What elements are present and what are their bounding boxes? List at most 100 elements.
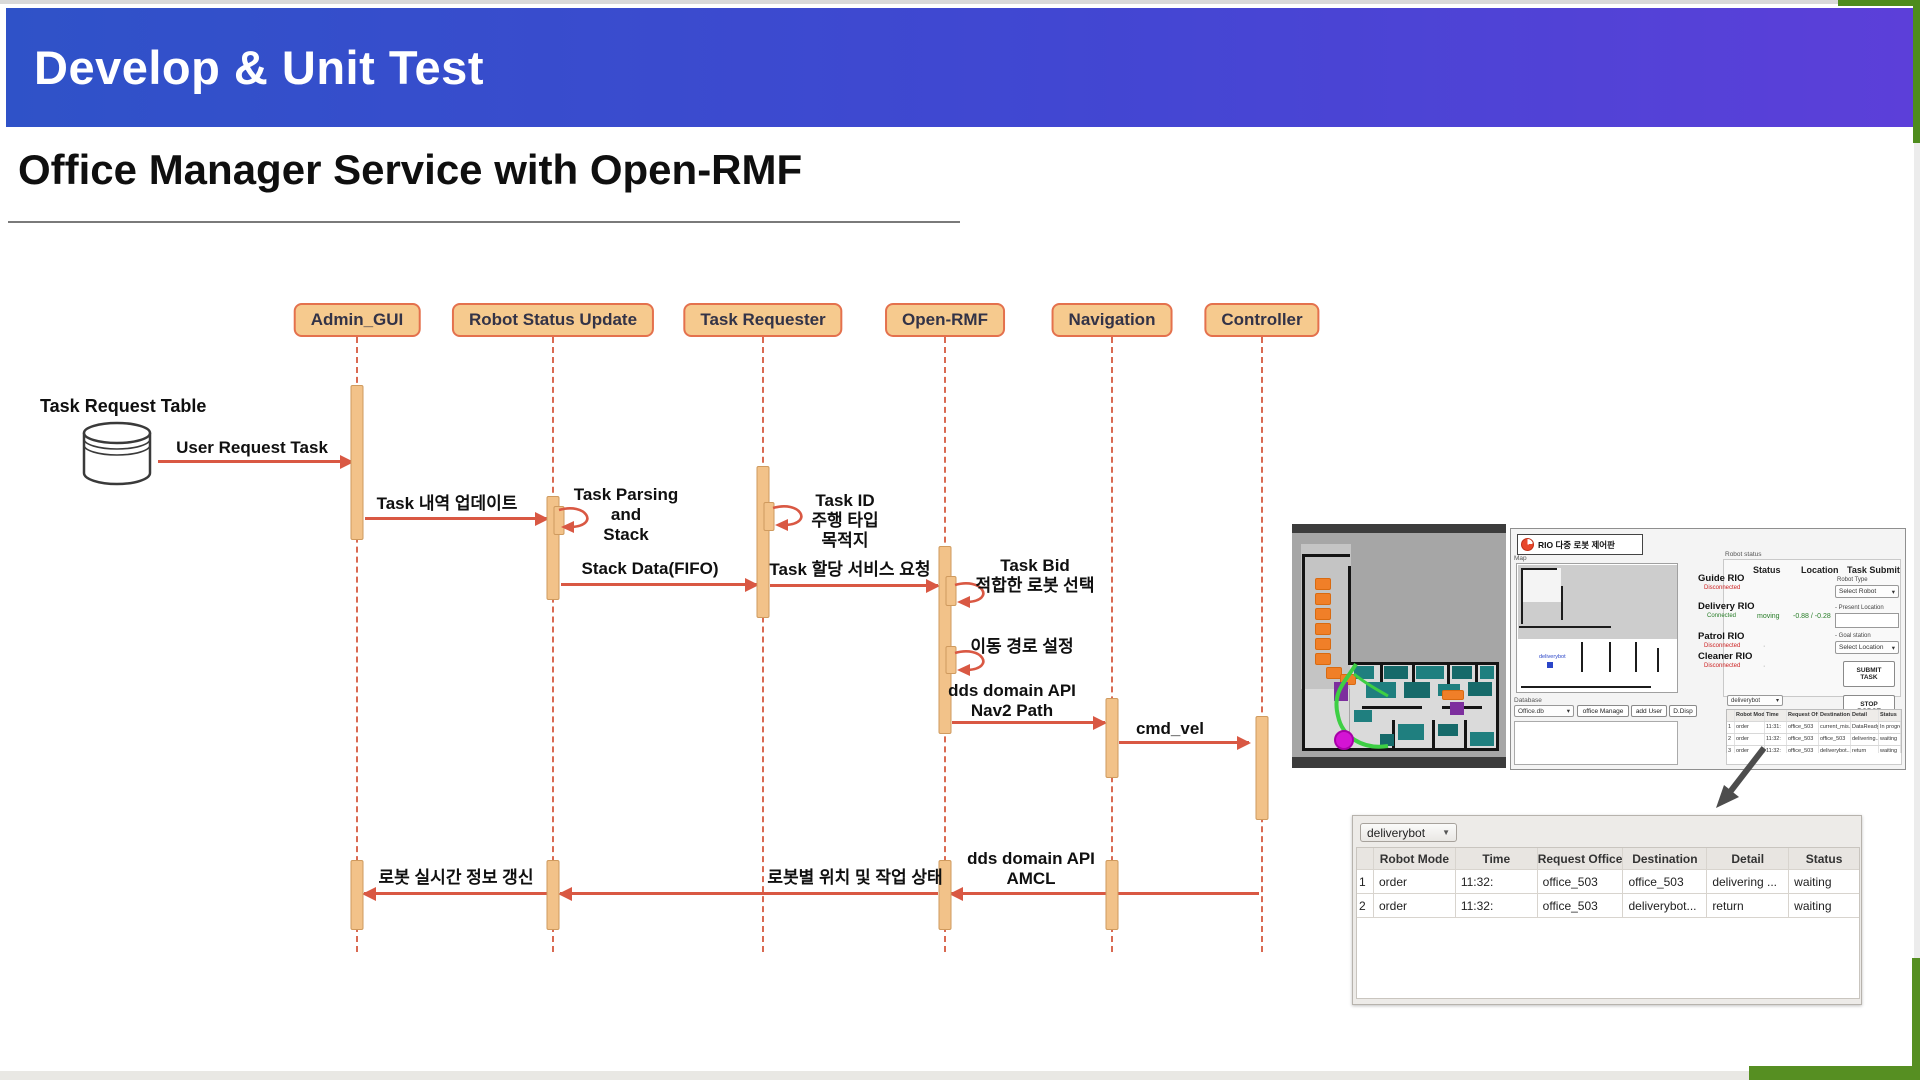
map-teal-block	[1380, 734, 1394, 746]
database-icon	[82, 421, 152, 486]
map-wall	[1464, 720, 1467, 748]
robot-selector-dropdown[interactable]: deliverybot ▼	[1360, 823, 1457, 842]
gui-select-location-value: Select Location	[1839, 644, 1884, 651]
gui-mini-table-empty	[1726, 753, 1902, 765]
gui-col-location: Location	[1801, 565, 1839, 575]
task-table-header-cell: Detail	[1707, 848, 1790, 869]
map-bottom-bar	[1292, 757, 1506, 768]
msg-task-update-label: Task 내역 업데이트	[376, 494, 518, 513]
arrowhead-icon	[926, 578, 940, 593]
gui-robot-status-label: Robot status	[1725, 551, 1762, 558]
map-top-bar	[1292, 524, 1506, 533]
lifeline-head-admin-gui: Admin_GUI	[293, 303, 421, 337]
gui-mini-robot-dropdown[interactable]: deliverybot ▾	[1727, 695, 1783, 706]
gui-map-wall	[1635, 642, 1637, 672]
gui-robot-conn: Disconnected	[1704, 663, 1741, 669]
task-table-header-cell: Status	[1805, 851, 1843, 866]
lifeline-task-requester	[762, 337, 764, 952]
activation-rsu-nested	[553, 506, 565, 535]
msg-dds-nav2-label: dds domain API Nav2 Path	[948, 681, 1076, 721]
map-teal-block	[1470, 732, 1494, 746]
table-row[interactable]: 2 order 11:32: office_503 deliverybot...…	[1357, 894, 1859, 918]
gui-d-disp-button[interactable]: D.Disp	[1669, 705, 1697, 717]
gui-mini-header-cell: Detail	[1851, 710, 1879, 721]
map-waypoint-block	[1315, 578, 1331, 590]
msg-route-set-label: 이동 경로 설정	[970, 637, 1074, 656]
green-accent-right-bottom	[1912, 958, 1920, 1080]
gui-db-dropdown[interactable]: Office.db ▾	[1514, 705, 1574, 717]
gui-office-manage-button[interactable]: office Manage	[1577, 705, 1629, 717]
map-teal-block	[1452, 666, 1472, 679]
gui-map-wall	[1561, 586, 1563, 620]
map-teal-block	[1354, 710, 1372, 722]
gui-mini-header-cell	[1727, 710, 1735, 721]
self-loop-icon	[558, 507, 589, 533]
map-wall	[1302, 554, 1305, 751]
msg-robot-refresh-label: 로봇 실시간 정보 갱신	[378, 868, 534, 887]
map-teal-block	[1404, 682, 1430, 698]
msg-task-id-label: Task ID 주행 타입 목적지	[811, 491, 879, 551]
gui-add-user-button[interactable]: add User	[1631, 705, 1667, 717]
gui-col-status: Status	[1753, 565, 1781, 575]
activation-nav-2	[1105, 860, 1119, 930]
task-table-header-cell: Robot Mode	[1374, 848, 1456, 869]
gui-robot-conn: Disconnected	[1704, 643, 1741, 649]
msg-cmd-vel-label: cmd_vel	[1135, 719, 1205, 738]
chevron-down-icon: ▾	[1891, 588, 1895, 596]
green-accent-bottom	[1749, 1066, 1920, 1080]
msg-task-parsing-label: Task Parsing and Stack	[573, 485, 679, 545]
robot-selector-value: deliverybot	[1367, 825, 1426, 840]
gui-mini-header-cell: Destination	[1819, 710, 1851, 721]
activation-controller-1	[1255, 716, 1269, 820]
gui-window-title-text: RIO 다중 로봇 제어판	[1538, 539, 1615, 550]
gui-submit-task-button[interactable]: SUBMIT TASK	[1843, 661, 1895, 687]
msg-user-request-label: User Request Task	[176, 438, 328, 457]
map-waypoint-block	[1315, 653, 1331, 665]
gui-present-location-input[interactable]	[1835, 613, 1899, 628]
activation-nav-1	[1105, 698, 1119, 778]
msg-task-bid-label: Task Bid 적합한 로봇 선택	[975, 556, 1095, 596]
self-loop-icon	[954, 650, 985, 676]
lifeline-controller	[1261, 337, 1263, 952]
gui-map-wall	[1521, 568, 1557, 570]
arrowhead-icon	[558, 886, 572, 901]
table-row[interactable]: 1 order 11:32: office_503 office_503 del…	[1357, 870, 1859, 894]
lifeline-head-open-rmf: Open-RMF	[885, 303, 1005, 337]
gui-mini-row[interactable]: 1 order 11:31: office_503 current_mis...…	[1727, 722, 1901, 734]
map-waypoint-block	[1315, 593, 1331, 605]
map-teal-block	[1416, 666, 1444, 679]
gui-map-wall	[1519, 626, 1611, 628]
gui-window-title: RIO 다중 로봇 제어판	[1517, 534, 1643, 555]
arrowhead-icon	[949, 886, 963, 901]
map-teal-block	[1468, 682, 1492, 696]
gui-mini-header-cell: Robot Mode	[1735, 710, 1765, 721]
rio-control-panel-screenshot: RIO 다중 로봇 제어판 Map deliverybot Robot stat…	[1510, 528, 1906, 770]
gui-select-location-dropdown[interactable]: Select Location ▾	[1835, 641, 1899, 654]
gui-mini-row[interactable]: 2 order 11:32: office_503 office_503 del…	[1727, 734, 1901, 746]
msg-robot-refresh-arrow	[362, 886, 547, 901]
map-teal-block	[1354, 666, 1374, 679]
gui-mini-robot-value: deliverybot	[1731, 697, 1761, 704]
gui-robot-location-value: -0.88 / -0.28	[1793, 613, 1831, 620]
activation-tr-nested	[763, 502, 775, 531]
gui-select-robot-dropdown[interactable]: Select Robot ▾	[1835, 585, 1899, 598]
msg-task-update-arrow	[365, 511, 549, 526]
map-waypoint-block	[1326, 667, 1342, 679]
map-waypoint-block	[1315, 608, 1331, 620]
gui-map-wall	[1609, 642, 1611, 672]
gui-robot-status-value: ·	[1763, 643, 1766, 650]
top-hairline	[0, 0, 1920, 4]
gui-robot-type-label: Robot Type	[1837, 577, 1868, 583]
gui-present-location-label: - Present Location	[1835, 605, 1884, 611]
chevron-down-icon: ▼	[1442, 828, 1450, 837]
gui-robot-name: Guide RIO	[1698, 573, 1745, 584]
map-wall	[1362, 706, 1422, 709]
map-wall	[1432, 720, 1435, 750]
gui-robot-status-value: ·	[1763, 663, 1766, 670]
gui-database-label: Database	[1514, 697, 1542, 704]
lifeline-head-robot-status-update: Robot Status Update	[451, 303, 655, 337]
map-wall	[1348, 662, 1499, 665]
slide-title: Develop & Unit Test	[34, 41, 484, 94]
title-banner: Develop & Unit Test	[6, 8, 1913, 127]
